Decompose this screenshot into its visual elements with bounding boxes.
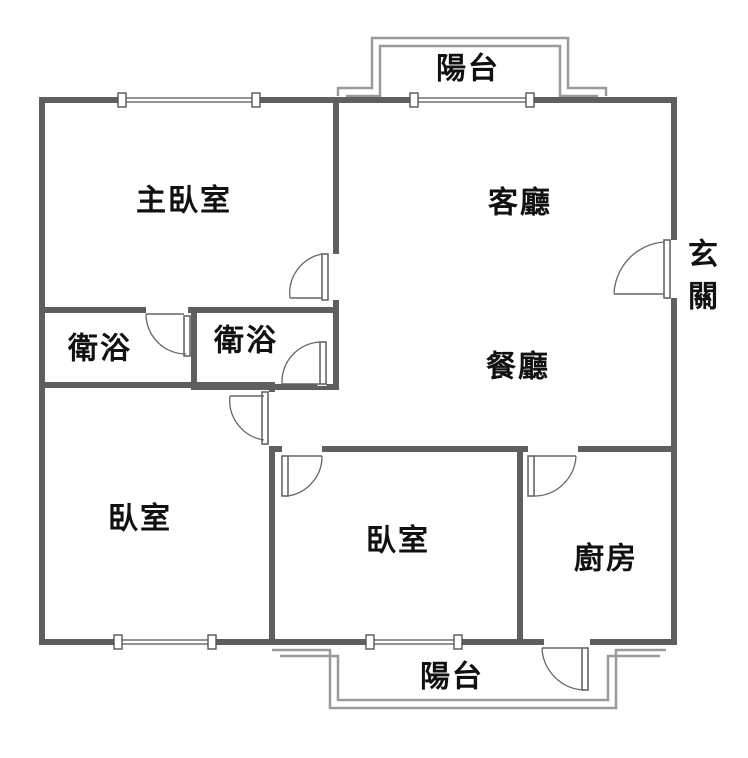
- kitchen-label: 廚房: [574, 542, 638, 577]
- balcony-bottom-label: 陽台: [420, 660, 484, 695]
- bath-1-label: 衛浴: [67, 332, 132, 367]
- entrance-label-char-2: 關: [688, 280, 720, 315]
- bedroom-left-label: 臥室: [108, 502, 172, 537]
- entrance-label-char-1: 玄: [688, 238, 720, 273]
- balcony-top-outline: [336, 36, 608, 98]
- dining-room-label: 餐廳: [486, 350, 550, 385]
- balcony-top-label: 陽台: [436, 52, 500, 87]
- living-room-label: 客廳: [488, 186, 552, 221]
- doors: [145, 239, 679, 691]
- master-bedroom-label: 主臥室: [136, 184, 232, 219]
- balcony-bottom-outline: [272, 648, 666, 710]
- windows: [113, 92, 535, 650]
- bedroom-center-label: 臥室: [366, 524, 430, 559]
- bath-2-label: 衛浴: [213, 324, 278, 359]
